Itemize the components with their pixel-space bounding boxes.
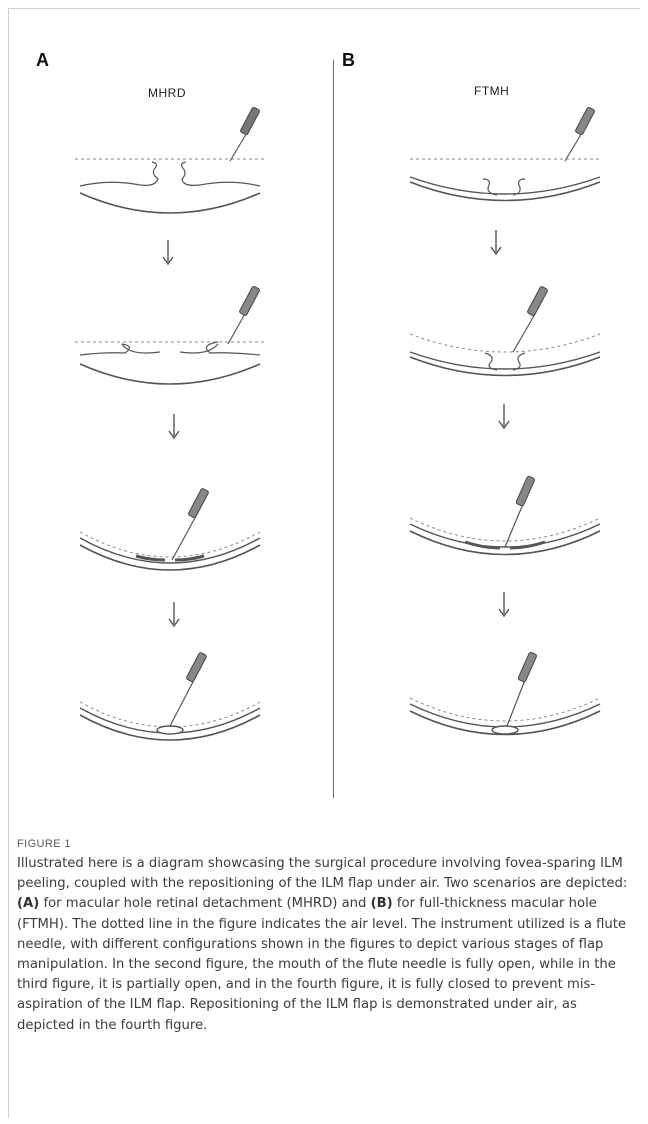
figure-label: FIGURE 1 — [17, 838, 633, 850]
panel-b-stage-2 — [405, 290, 605, 390]
panel-a-arrow-2 — [166, 412, 182, 442]
figure-caption: FIGURE 1 Illustrated here is a diagram s… — [17, 838, 633, 1036]
panel-a-stage-4 — [70, 652, 270, 752]
caption-ref-b: (B) — [371, 896, 393, 911]
panel-a-stage-1 — [70, 115, 270, 215]
panel-b-arrow-1 — [488, 228, 504, 258]
caption-text-3: for full-thickness macular hole (FTMH). … — [17, 896, 626, 1032]
figure-area: A MHRD B FTMH — [0, 0, 648, 800]
panel-a-stage-2 — [70, 290, 270, 390]
panel-divider — [333, 60, 334, 798]
panel-b-letter: B — [342, 50, 355, 71]
panel-a-title: MHRD — [148, 86, 186, 100]
caption-ref-a: (A) — [17, 896, 39, 911]
caption-text-2: for macular hole retinal detachment (MHR… — [39, 896, 370, 911]
panel-b-stage-1 — [405, 115, 605, 215]
panel-b-arrow-3 — [496, 590, 512, 620]
panel-b-arrow-2 — [496, 402, 512, 432]
caption-text-1: Illustrated here is a diagram showcasing… — [17, 856, 627, 891]
panel-b-title: FTMH — [474, 84, 509, 98]
panel-b-stage-4 — [405, 648, 605, 748]
panel-a-arrow-3 — [166, 600, 182, 630]
panel-a-arrow-1 — [160, 238, 176, 268]
panel-b-stage-3 — [405, 468, 605, 568]
panel-a-letter: A — [36, 50, 49, 71]
panel-a-stage-3 — [70, 482, 270, 582]
figure-caption-text: Illustrated here is a diagram showcasing… — [17, 854, 633, 1036]
